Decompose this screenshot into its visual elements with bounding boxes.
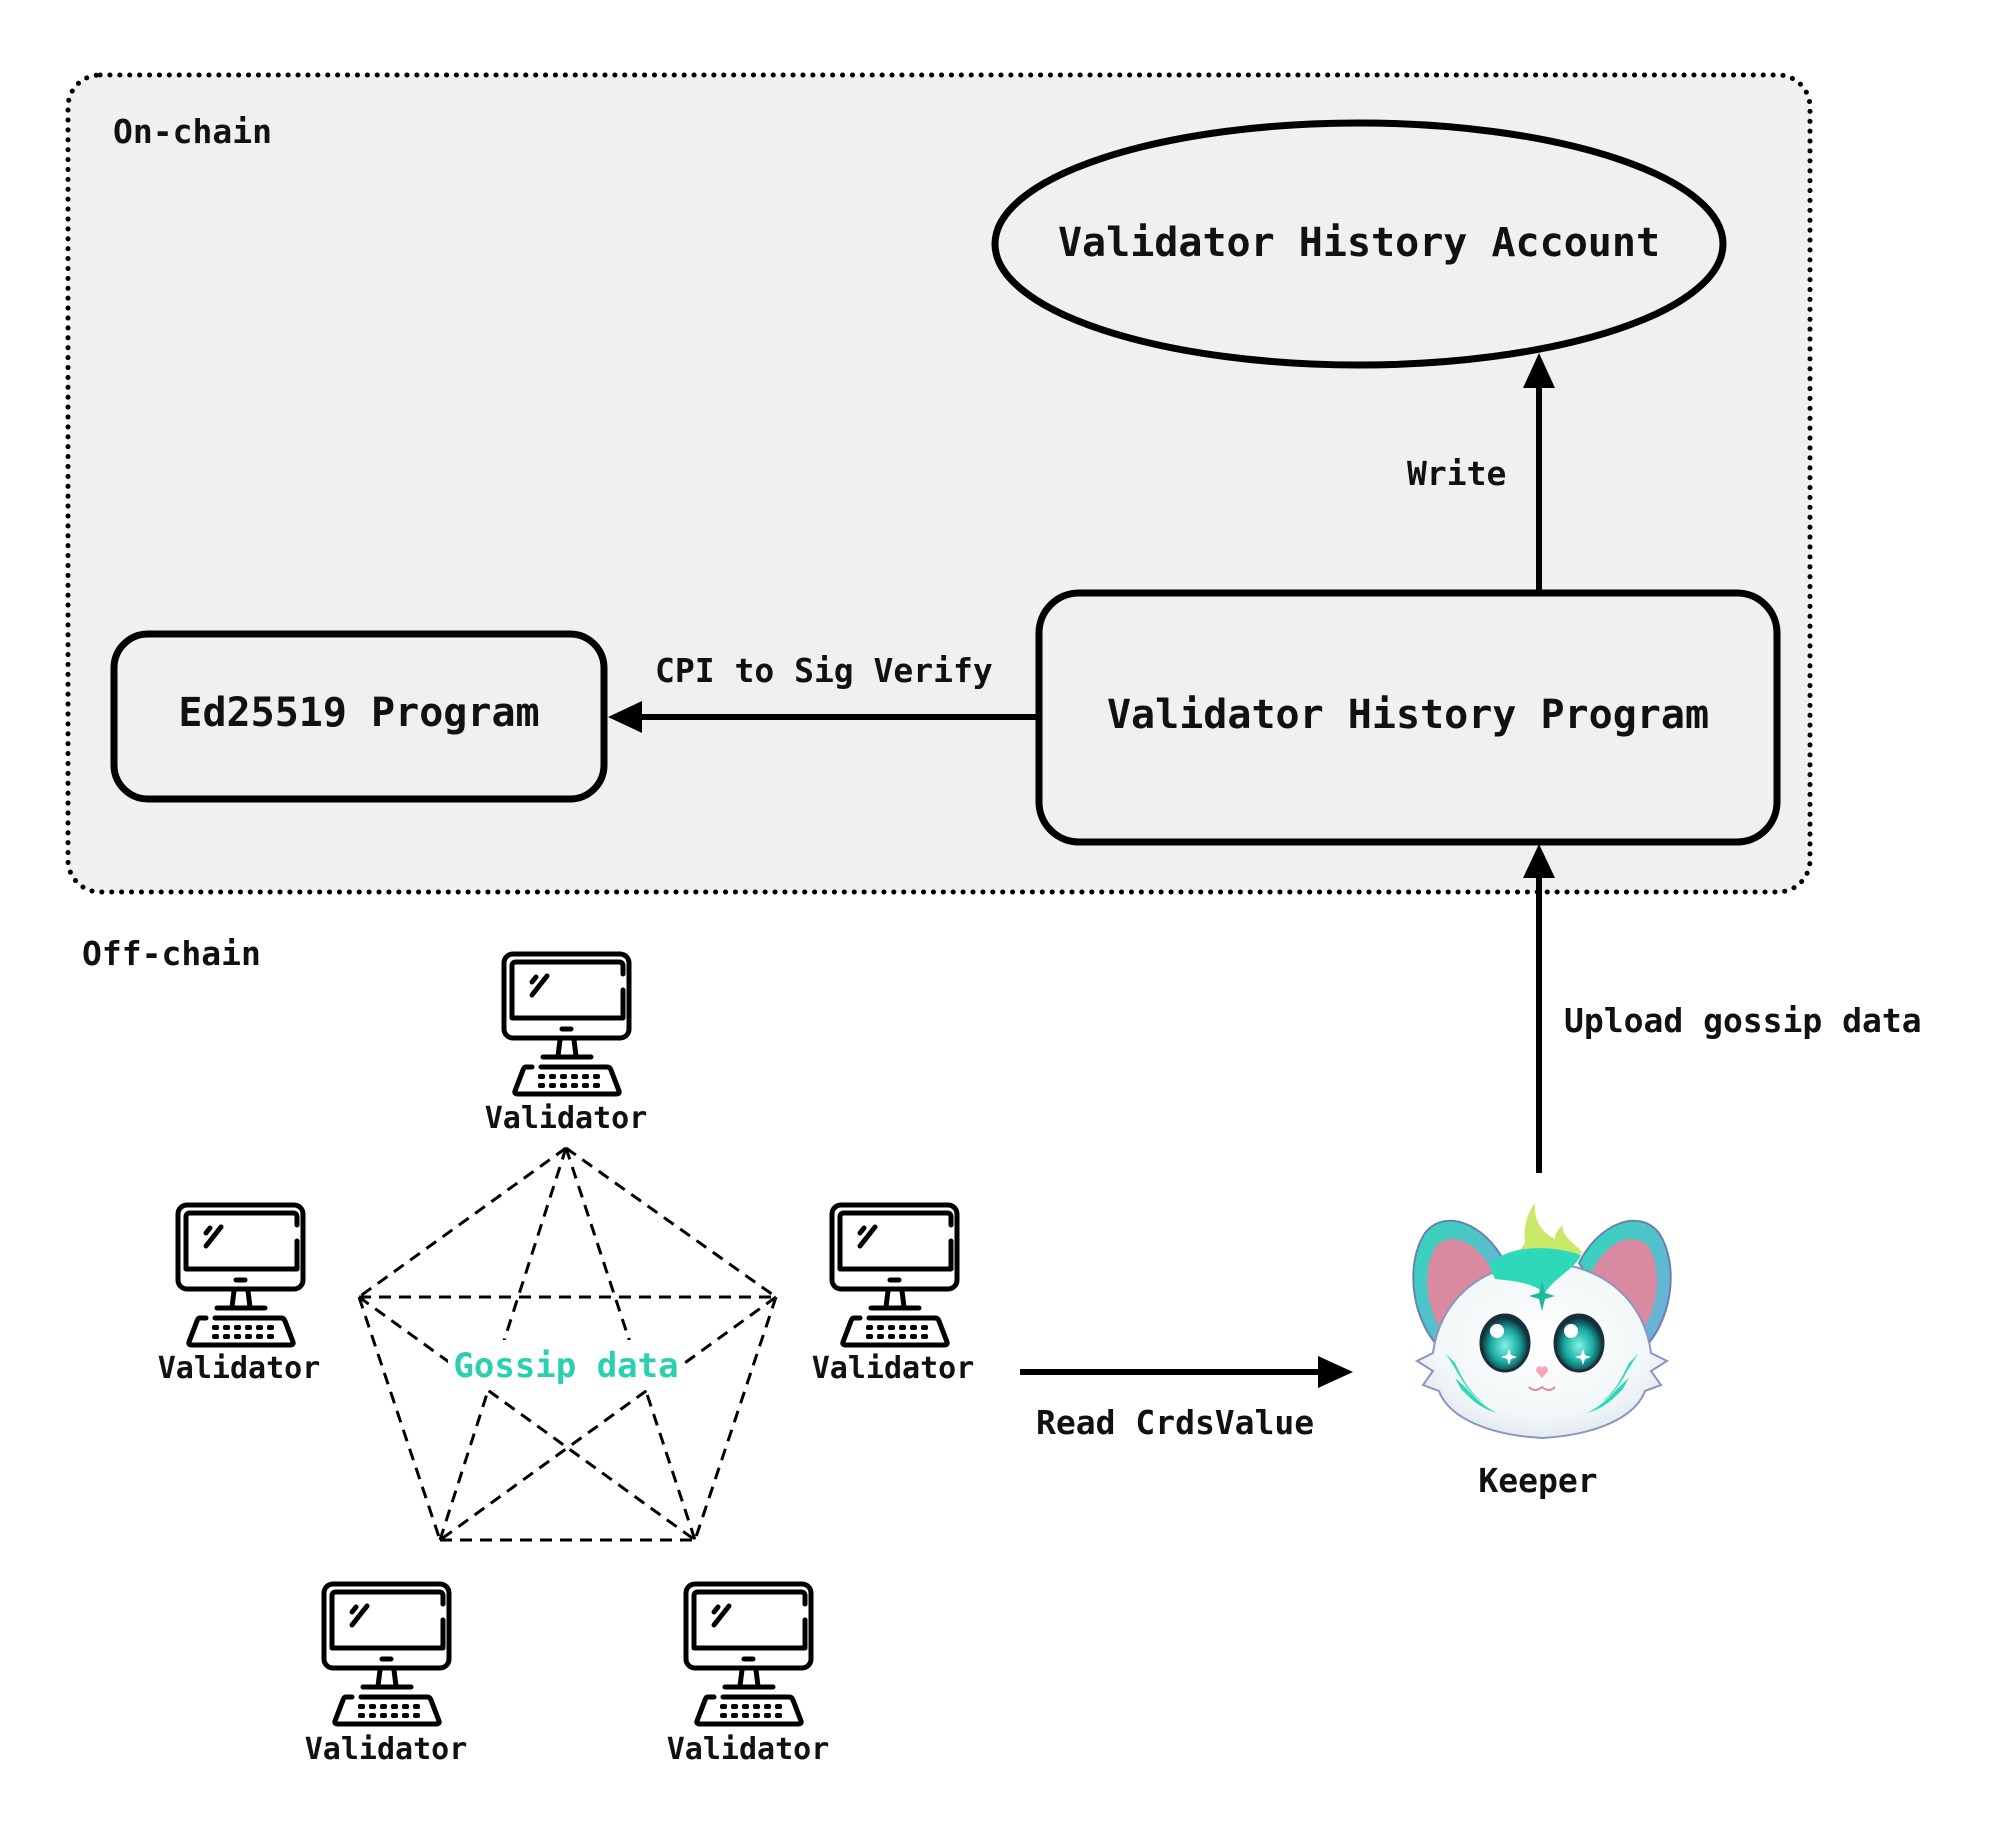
computer-icon <box>686 1584 811 1724</box>
read-arrowhead <box>1318 1356 1353 1388</box>
validator-right[interactable]: Validator <box>812 1205 975 1386</box>
validator-history-program-label: Validator History Program <box>1107 692 1709 738</box>
upload-arrowhead <box>1523 844 1555 878</box>
upload-edge: Upload gossip data <box>1523 844 1922 1173</box>
computer-icon <box>178 1205 303 1345</box>
validator-top[interactable]: Validator <box>485 954 648 1136</box>
read-edge: Read CrdsValue <box>1020 1356 1353 1442</box>
write-edge: Write <box>1407 353 1555 590</box>
gossip-data-label: Gossip data <box>453 1346 678 1386</box>
write-edge-label: Write <box>1407 454 1506 493</box>
read-edge-label: Read CrdsValue <box>1036 1403 1314 1442</box>
ed25519-program-label: Ed25519 Program <box>178 690 539 736</box>
validator-history-account-node[interactable]: Validator History Account <box>991 119 1727 369</box>
gossip-link <box>693 1296 778 1541</box>
computer-icon <box>832 1205 957 1345</box>
keeper-mascot-icon <box>1412 1203 1672 1440</box>
gossip-link <box>358 1295 696 1542</box>
upload-edge-label: Upload gossip data <box>1564 1001 1922 1040</box>
validator-bottom-right[interactable]: Validator <box>667 1584 830 1767</box>
gossip-link <box>358 1146 567 1299</box>
validator-left[interactable]: Validator <box>158 1205 321 1386</box>
write-arrowhead <box>1523 353 1555 388</box>
gossip-link <box>357 1296 442 1541</box>
cpi-arrowhead <box>608 701 642 733</box>
keeper-node[interactable]: Keeper <box>1412 1203 1672 1500</box>
validator-label: Validator <box>305 1732 468 1767</box>
on-chain-label: On-chain <box>113 112 272 151</box>
off-chain-label: Off-chain <box>82 934 261 973</box>
validator-history-account-label: Validator History Account <box>1058 220 1660 266</box>
keeper-label: Keeper <box>1478 1461 1597 1500</box>
ed25519-program-node[interactable]: Ed25519 Program <box>110 630 608 803</box>
computer-icon <box>324 1584 449 1724</box>
validator-label: Validator <box>485 1101 648 1136</box>
validator-label: Validator <box>158 1351 321 1386</box>
gossip-mesh: Gossip data <box>357 1146 778 1542</box>
validator-history-program-node[interactable]: Validator History Program <box>1035 589 1781 846</box>
gossip-link <box>565 1146 777 1299</box>
cpi-edge: CPI to Sig Verify <box>608 651 1036 733</box>
validator-label: Validator <box>667 1732 830 1767</box>
validator-bottom-left[interactable]: Validator <box>305 1584 468 1767</box>
gossip-link <box>439 1295 777 1542</box>
validator-label: Validator <box>812 1351 975 1386</box>
cpi-edge-label: CPI to Sig Verify <box>655 651 993 690</box>
computer-icon <box>504 954 629 1094</box>
